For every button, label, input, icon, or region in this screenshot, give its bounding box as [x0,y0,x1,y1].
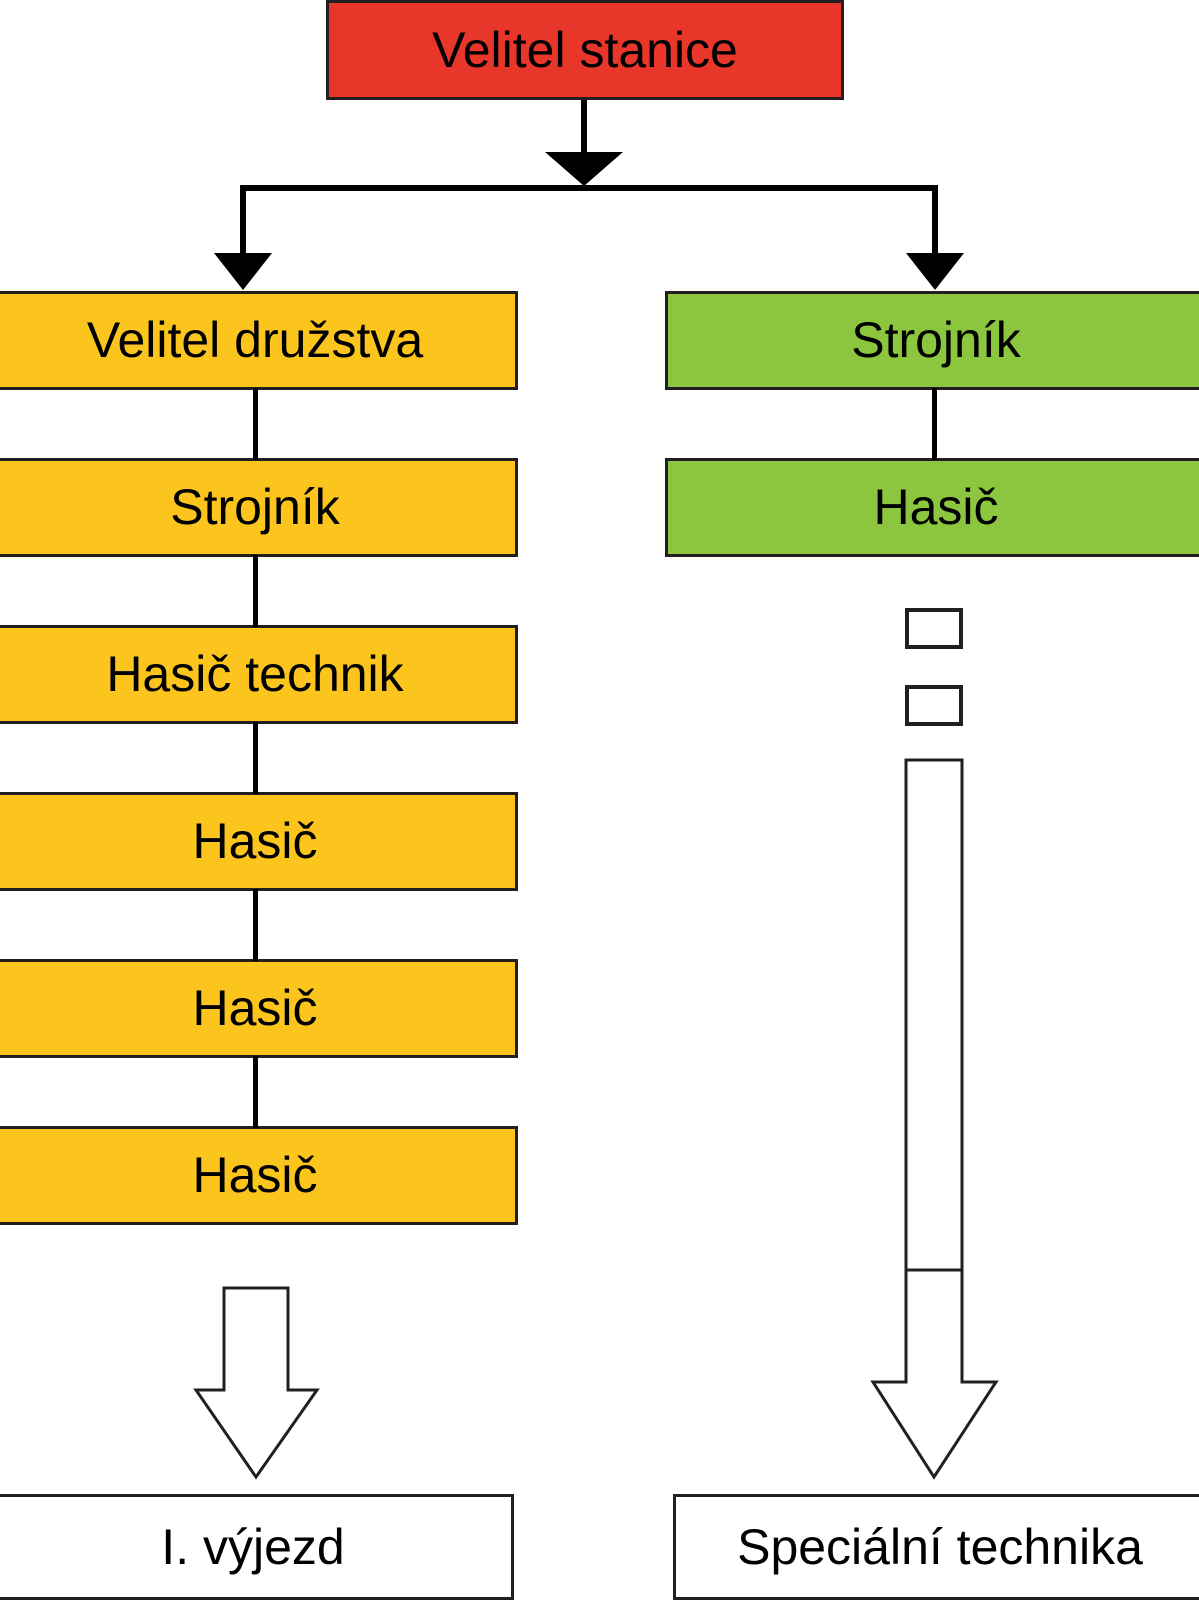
node-right-2[interactable]: Hasič [665,458,1199,557]
connector-left-3-4 [253,722,258,794]
connector-left-branch-drop [240,185,246,257]
node-label: Hasič [192,980,318,1037]
node-label: Velitel družstva [86,312,424,369]
node-velitel-stanice[interactable]: Velitel stanice [326,0,844,100]
connector-left-2-3 [253,555,258,627]
connector-left-1-2 [253,388,258,460]
connector-right-branch-drop [932,185,938,257]
node-outcome-left[interactable]: I. výjezd [0,1494,514,1600]
arrowhead-right-branch-icon [906,253,964,290]
connector-left-5-6 [253,1056,258,1128]
node-left-4[interactable]: Hasič [0,792,518,891]
node-left-1[interactable]: Velitel družstva [0,291,518,390]
node-label: Hasič [192,813,318,870]
node-label: I. výjezd [161,1518,345,1575]
node-outcome-right[interactable]: Speciální technika [673,1494,1199,1600]
connector-left-4-5 [253,889,258,961]
node-right-blank-2[interactable] [905,685,963,726]
node-label: Hasič [873,479,999,536]
node-label: Hasič technik [106,646,404,703]
arrowhead-left-branch-icon [214,253,272,290]
node-right-blank-1[interactable] [905,608,963,649]
connector-split-bar [240,185,938,191]
node-left-5[interactable]: Hasič [0,959,518,1058]
connector-right-1-2 [932,388,937,460]
node-right-1[interactable]: Strojník [665,291,1199,390]
node-left-3[interactable]: Hasič technik [0,625,518,724]
node-left-6[interactable]: Hasič [0,1126,518,1225]
block-arrow-left-icon [193,1286,320,1480]
node-label: Hasič [192,1147,318,1204]
block-arrow-right-icon [870,1259,999,1480]
node-label: Speciální technika [737,1518,1143,1575]
block-arrow-right-shaft-icon [904,758,964,1272]
connector-root-stem [581,100,587,156]
node-label: Velitel stanice [432,21,738,78]
node-label: Strojník [851,312,1021,369]
node-label: Strojník [170,479,340,536]
arrowhead-root-icon [545,152,623,186]
node-left-2[interactable]: Strojník [0,458,518,557]
